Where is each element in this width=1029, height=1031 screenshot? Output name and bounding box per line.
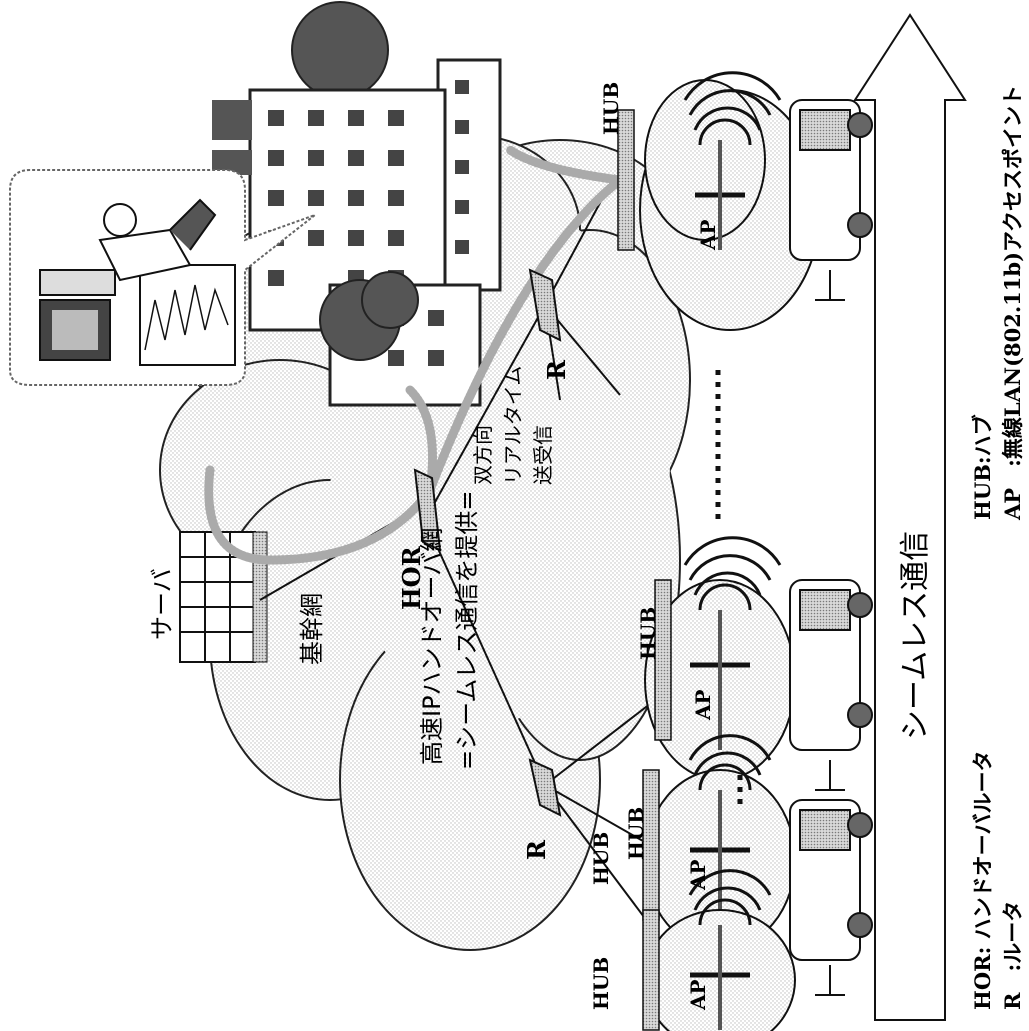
network-label-line2: =シームレス通信を提供= [453,491,481,771]
office-building [212,1,502,407]
ap-label: AP [696,219,720,251]
router-label: R [542,359,571,380]
backbone-label: 基幹網 [298,593,326,665]
legend-ap: AP :無線LAN(802.11b)アクセスポイント [1000,85,1025,521]
hor-label: HOR [397,545,426,610]
ap-cell [642,869,796,1031]
vehicle [789,799,873,996]
hub-label: HUB [589,832,613,885]
legend: HOR: ハンドオーバルータ R :ルータ HUB:ハブ AP :無線LAN(8… [970,85,1025,1010]
data-flow [204,145,625,565]
ap-label: AP [686,979,710,1011]
bidir-label-line3: 送受信 [531,425,555,485]
more-cells-ellipsis [715,370,743,810]
router-hor [413,468,442,552]
hub-label: HUB [636,607,660,660]
ap-cell [644,536,796,781]
seamless-label: シームレス通信 [898,531,933,740]
network-label-line1: 高速IPハンドオーバ網 [418,528,446,765]
legend-hub: HUB:ハブ [970,414,995,520]
ap-label: AP [691,689,715,721]
bidir-label-line2: リアルタイム [501,366,525,485]
seamless-arrow [853,13,967,1021]
hub-label: HUB [589,957,613,1010]
bidir-label-line1: 双方向 [471,425,495,485]
vehicle [789,579,873,791]
router-upper [528,268,562,342]
hub-label: HUB [599,82,623,135]
legend-r: R :ルータ [1000,901,1025,1010]
hub-label: HUB [624,807,648,860]
server-label: サーバ [148,568,176,640]
operator-callout [9,169,316,386]
ap-cell [617,71,821,331]
vehicle [789,99,873,301]
ap-label: AP [686,859,710,891]
legend-hor: HOR: ハンドオーバルータ [970,751,995,1010]
server-rack [179,531,268,663]
router-label: R [522,839,551,860]
router-lower [528,758,562,817]
